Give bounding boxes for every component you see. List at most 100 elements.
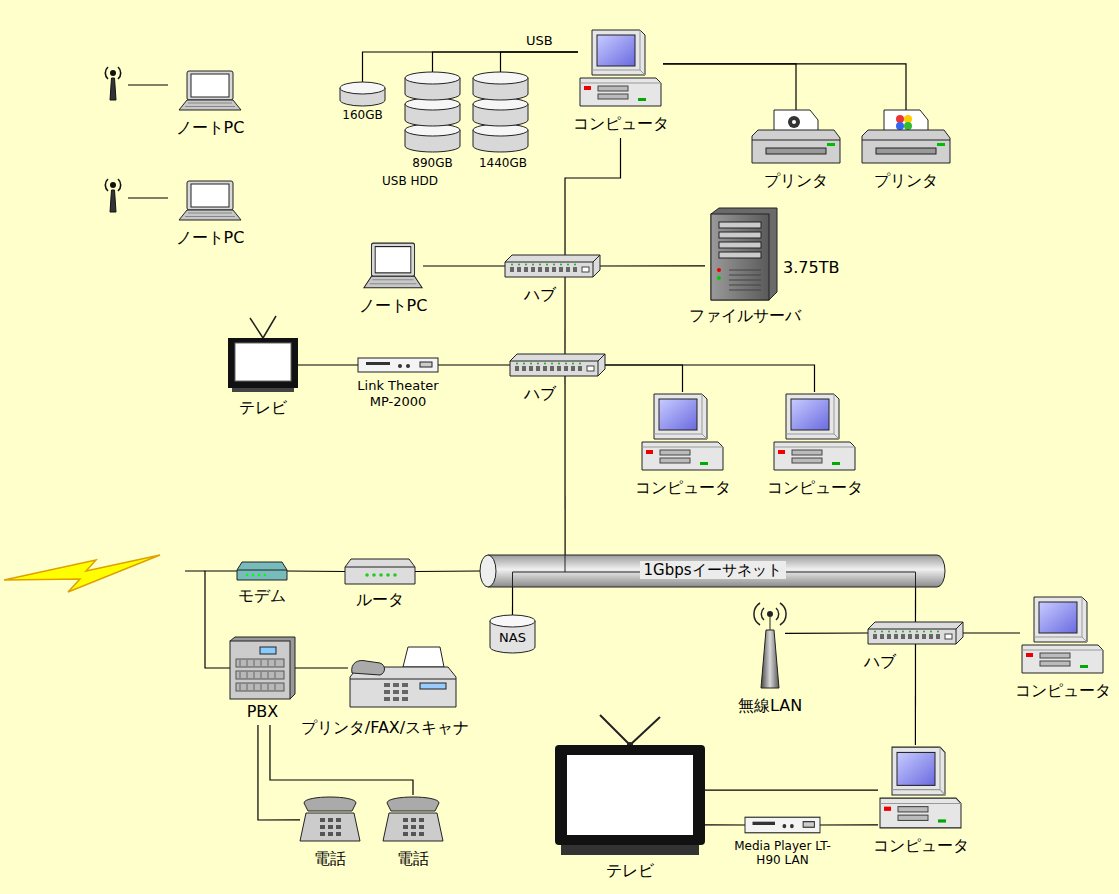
network-cable: [564, 277, 565, 354]
device-node: ノートPC: [178, 180, 242, 222]
network-cable: [564, 376, 565, 555]
device-label: テレビ: [239, 398, 287, 417]
device-node: 3.75TBファイルサーバ: [705, 208, 777, 300]
device-node: PBX: [230, 637, 295, 725]
modem-icon: [237, 562, 287, 580]
device-node: Link Theater MP-2000: [358, 356, 438, 374]
device-label: プリンタ: [874, 171, 938, 190]
device-node: 1440GB: [473, 72, 528, 152]
device-label: テレビ: [606, 861, 654, 880]
laptop-icon: [363, 242, 423, 290]
device-label: 160GB: [342, 108, 382, 122]
network-cable: [820, 824, 878, 825]
hub-icon: [510, 354, 605, 376]
network-cable: [423, 265, 505, 266]
device-label: Media Player LT-H90 LAN: [728, 839, 838, 868]
antenna-icon: [105, 179, 168, 212]
network-cable: [915, 644, 916, 745]
device-node: モデム: [237, 562, 287, 580]
network-cable: [363, 52, 579, 82]
disk-stack-icon: [473, 72, 528, 152]
laptop-icon: [178, 70, 242, 112]
antenna-icon: [105, 67, 168, 100]
network-cable: [433, 52, 579, 72]
device-node: コンピュータ: [1020, 595, 1105, 675]
network-cable: [565, 138, 621, 255]
device-node: ノートPC: [178, 70, 242, 112]
network-cable: [258, 725, 300, 820]
device-label: ハブ: [524, 285, 556, 304]
network-cable: [915, 587, 916, 622]
device-label: プリンタ/FAX/スキャナ: [301, 718, 469, 737]
device-node: テレビ: [555, 745, 705, 855]
device-label: Link Theater MP-2000: [348, 378, 448, 409]
media-player-icon: [745, 815, 820, 835]
device-node: コンピュータ: [772, 392, 857, 472]
device-label: 電話: [397, 849, 429, 868]
device-label: 3.75TB: [783, 258, 839, 277]
pbx-icon: [230, 637, 295, 699]
device-label: ノートPC: [176, 118, 245, 137]
network-cable: [438, 364, 510, 365]
device-node: 890GBUSB HDD: [405, 72, 460, 152]
printer-icon: [862, 110, 950, 165]
media-player-icon: [358, 356, 438, 374]
device-label: PBX: [247, 702, 279, 721]
device-label: コンピュータ: [573, 114, 669, 133]
laptop-icon: [178, 180, 242, 222]
device-node: 電話: [300, 795, 360, 843]
device-label: ハブ: [524, 384, 556, 403]
computer-icon: [878, 745, 963, 830]
tv-icon: [555, 745, 705, 855]
network-cable: [298, 364, 358, 365]
disk-icon: [340, 82, 385, 106]
network-cable: [963, 632, 1020, 633]
device-label: コンピュータ: [1015, 681, 1111, 700]
device-label: 無線LAN: [738, 696, 802, 715]
device-node: ハブ: [868, 622, 963, 644]
network-cable: [663, 64, 906, 110]
device-node: コンピュータ: [578, 28, 663, 138]
device-label: プリンタ: [764, 171, 828, 190]
device-node: プリンタ: [862, 110, 950, 165]
device-label: ファイルサーバ: [689, 306, 801, 325]
device-node: ハブ: [510, 354, 605, 376]
device-node: コンピュータ: [640, 392, 725, 472]
device-node: 無線LAN: [755, 600, 785, 690]
network-cable: [605, 365, 683, 392]
device-node: 1Gbpsイーサネット: [480, 555, 945, 587]
device-node: Media Player LT-H90 LAN: [745, 815, 820, 835]
server-icon: [705, 208, 777, 300]
device-label: ルータ: [356, 590, 404, 609]
device-node: プリンタ/FAX/スキャナ: [348, 645, 458, 710]
device-node: ルータ: [345, 559, 415, 584]
telephone-icon: [383, 795, 443, 843]
computer-icon: [640, 392, 725, 472]
device-label: 890GB: [412, 156, 452, 170]
device-node: ハブ: [505, 255, 600, 277]
device-label: ノートPC: [359, 296, 428, 315]
hub-icon: [505, 255, 600, 277]
device-label: コンピュータ: [767, 478, 863, 497]
device-node: プリンタ: [752, 110, 840, 165]
device-label: コンピュータ: [873, 836, 969, 855]
device-label: USB HDD: [382, 174, 438, 188]
device-node: 電話: [383, 795, 443, 843]
network-cable: [600, 265, 705, 266]
multifunction-printer-icon: [348, 645, 458, 710]
network-cable: [415, 570, 480, 572]
network-cable: [512, 587, 513, 615]
computer-icon: [578, 28, 663, 108]
device-node: コンピュータ: [878, 745, 963, 830]
device-node: ノートPC: [363, 242, 423, 290]
hub-icon: [868, 622, 963, 644]
device-label: コンピュータ: [635, 478, 731, 497]
device-node: NAS: [490, 615, 535, 653]
printer-icon: [752, 110, 840, 165]
network-cable: [295, 667, 348, 668]
router-icon: [345, 559, 415, 584]
wireless-lan-icon: [755, 600, 785, 690]
network-cable: [605, 365, 815, 392]
device-label: ハブ: [864, 652, 896, 671]
